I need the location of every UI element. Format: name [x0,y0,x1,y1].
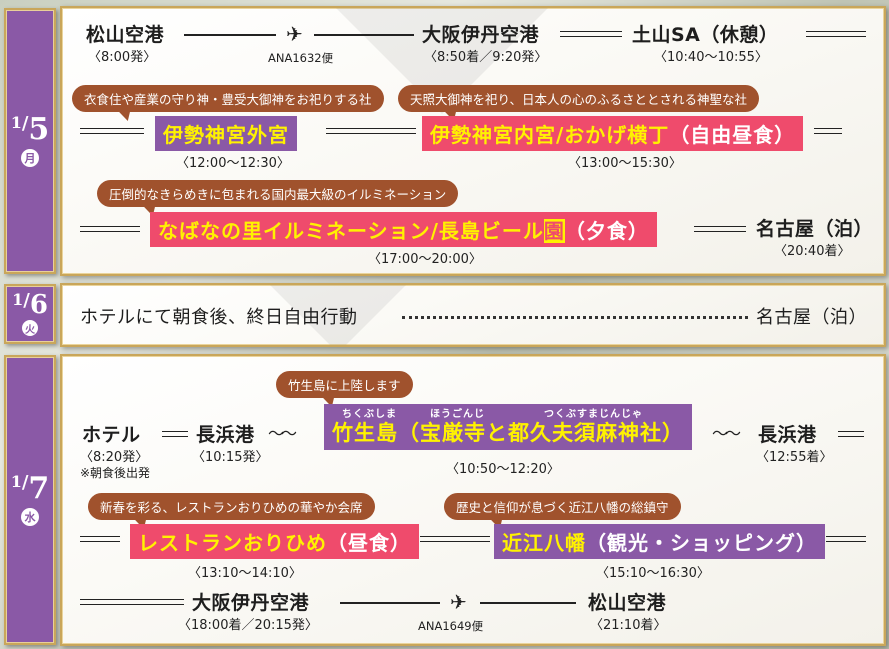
route-double-line [326,128,416,134]
day-panel-1-5: 松山空港 〈8:00発〉 ✈ ANA1632便 大阪伊丹空港 〈8:50着／9:… [60,6,886,276]
time-arrive: 〈12:55着〉 [756,450,833,465]
wave-icon: 〜〜 [268,424,297,443]
departure-note: ※朝食後出発 [80,466,151,480]
highlight-nabana: なばなの里イルミネーション/長島ビール園（夕食） [150,212,657,247]
wave-icon: 〜〜 [712,424,741,443]
route-double-line [814,128,842,134]
time-visit: 〈13:10〜14:10〉 [188,566,302,581]
weekday-badge: 月 [21,149,39,167]
spot-meal-note: （夕食） [564,219,649,243]
place-matsuyama-airport: 松山空港 [588,592,667,614]
weekday-badge: 火 [22,320,38,336]
route-line [314,34,414,36]
day-panel-1-6: ホテルにて朝食後、終日自由行動 名古屋（泊） [60,283,886,347]
airplane-icon: ✈ [450,590,467,614]
route-double-line [80,128,144,134]
spot-name: 竹生島（宝厳寺と都久夫須麻神社） [332,421,684,445]
time-visit: 〈15:10〜16:30〉 [596,566,710,581]
date-month: 1 [10,113,22,132]
place-nagoya-stay: 名古屋（泊） [756,307,867,328]
place-nagoya-stay: 名古屋（泊） [756,218,874,240]
description-bubble: 衣食住や産業の守り神・豊受大御神をお祀りする社 [72,85,384,112]
spot-name: レストランおりひめ [138,531,327,555]
free-day-activity: ホテルにて朝食後、終日自由行動 [80,307,358,328]
day-badge-1-7: 1/7 水 [4,355,56,645]
route-double-line [838,431,864,437]
highlight-chikubushima: 竹生島（宝厳寺と都久夫須麻神社） ちくぶしま ほうごんじ つくぶすまじんじゃ [324,404,692,450]
date-slash: / [21,113,29,134]
spot-meal-note: （昼食） [327,531,411,555]
route-double-line [806,31,866,37]
flight-number: ANA1649便 [418,619,484,633]
day-badge-1-5: 1/5 月 [4,8,56,274]
spot-name: なばなの里イルミネーション/長島ビール [158,219,544,243]
route-double-line [162,431,188,437]
route-double-line [80,536,120,542]
highlight-omihachiman: 近江八幡（観光・ショッピング） [494,524,825,559]
ruby-tsukubusuma: つくぶすまじんじゃ [544,409,643,420]
day-date: 1/5 [11,115,50,145]
highlight-ise-geku: 伊勢神宮外宮 [155,116,297,151]
time-arrive: 〈20:40着〉 [774,244,851,259]
date-month: 1 [10,472,22,491]
description-bubble: 天照大御神を祀り、日本人の心のふるさととされる神聖な社 [398,85,760,112]
spot-activity-note: （観光・ショッピング） [586,531,817,555]
time-arrive: 〈21:10着〉 [590,618,667,633]
date-day: 5 [28,112,50,147]
description-bubble: 新春を彩る、レストランおりひめの華やか会席 [88,493,375,520]
dotted-leader [402,316,748,319]
date-month: 1 [12,290,24,309]
time-rest: 〈10:40〜10:55〉 [654,50,768,65]
decorative-triangle [268,285,408,345]
place-itami-airport: 大阪伊丹空港 [422,24,540,46]
time-arrive-depart: 〈18:00着／20:15発〉 [178,618,318,633]
ruby-hougonji: ほうごんじ [430,409,485,420]
ruby-chikubushima: ちくぶしま [342,409,397,420]
time-visit: 〈12:00〜12:30〉 [176,156,290,171]
place-nagahama-port: 長浜港 [758,424,817,446]
airplane-icon: ✈ [286,22,303,46]
route-double-line [826,536,866,542]
weekday-badge: 水 [21,508,39,526]
time-depart: 〈8:00発〉 [88,50,157,65]
spot-name: 伊勢神宮内宮/おかげ横丁 [430,123,670,147]
description-bubble: 歴史と信仰が息づく近江八幡の総鎮守 [444,493,681,520]
highlight-orihime: レストランおりひめ（昼食） [130,524,419,559]
time-visit: 〈10:50〜12:20〉 [446,462,560,477]
route-double-line [80,599,184,605]
spot-name: 伊勢神宮外宮 [163,123,289,147]
description-bubble: 竹生島に上陸します [276,371,413,398]
route-double-line [420,536,490,542]
place-tsuchiyama-sa: 土山SA（休憩） [632,24,779,46]
time-visit: 〈13:00〜15:30〉 [568,156,682,171]
date-day: 7 [28,471,50,506]
place-nagahama-port: 長浜港 [196,424,255,446]
route-line [480,602,576,604]
time-visit: 〈17:00〜20:00〉 [368,252,482,267]
spot-meal-note: （自由昼食） [669,123,796,147]
route-line [184,34,276,36]
date-day: 6 [29,290,48,320]
day-date: 1/7 [11,474,50,504]
route-double-line [80,226,140,232]
route-double-line [560,31,622,37]
place-hotel: ホテル [82,424,141,446]
date-slash: / [23,290,30,311]
day-panel-1-7: 竹生島に上陸します ホテル 〈8:20発〉 ※朝食後出発 長浜港 〈10:15発… [60,354,886,646]
place-matsuyama-airport: 松山空港 [86,24,165,46]
date-slash: / [21,472,29,493]
time-arrive-depart: 〈8:50着／9:20発〉 [424,50,548,65]
description-bubble: 圧倒的なきらめきに包まれる国内最大級のイルミネーション [97,180,459,207]
day-badge-1-6: 1/6 火 [4,284,56,344]
spot-name-kanji: 園 [543,219,565,243]
highlight-ise-naiku: 伊勢神宮内宮/おかげ横丁（自由昼食） [422,116,804,151]
route-line [340,602,440,604]
day-date: 1/6 [12,290,48,320]
route-double-line [694,226,746,232]
time-depart: 〈8:20発〉 [80,450,149,465]
place-itami-airport: 大阪伊丹空港 [192,592,310,614]
flight-number: ANA1632便 [268,51,334,65]
spot-name: 近江八幡 [502,531,586,555]
time-depart: 〈10:15発〉 [192,450,269,465]
